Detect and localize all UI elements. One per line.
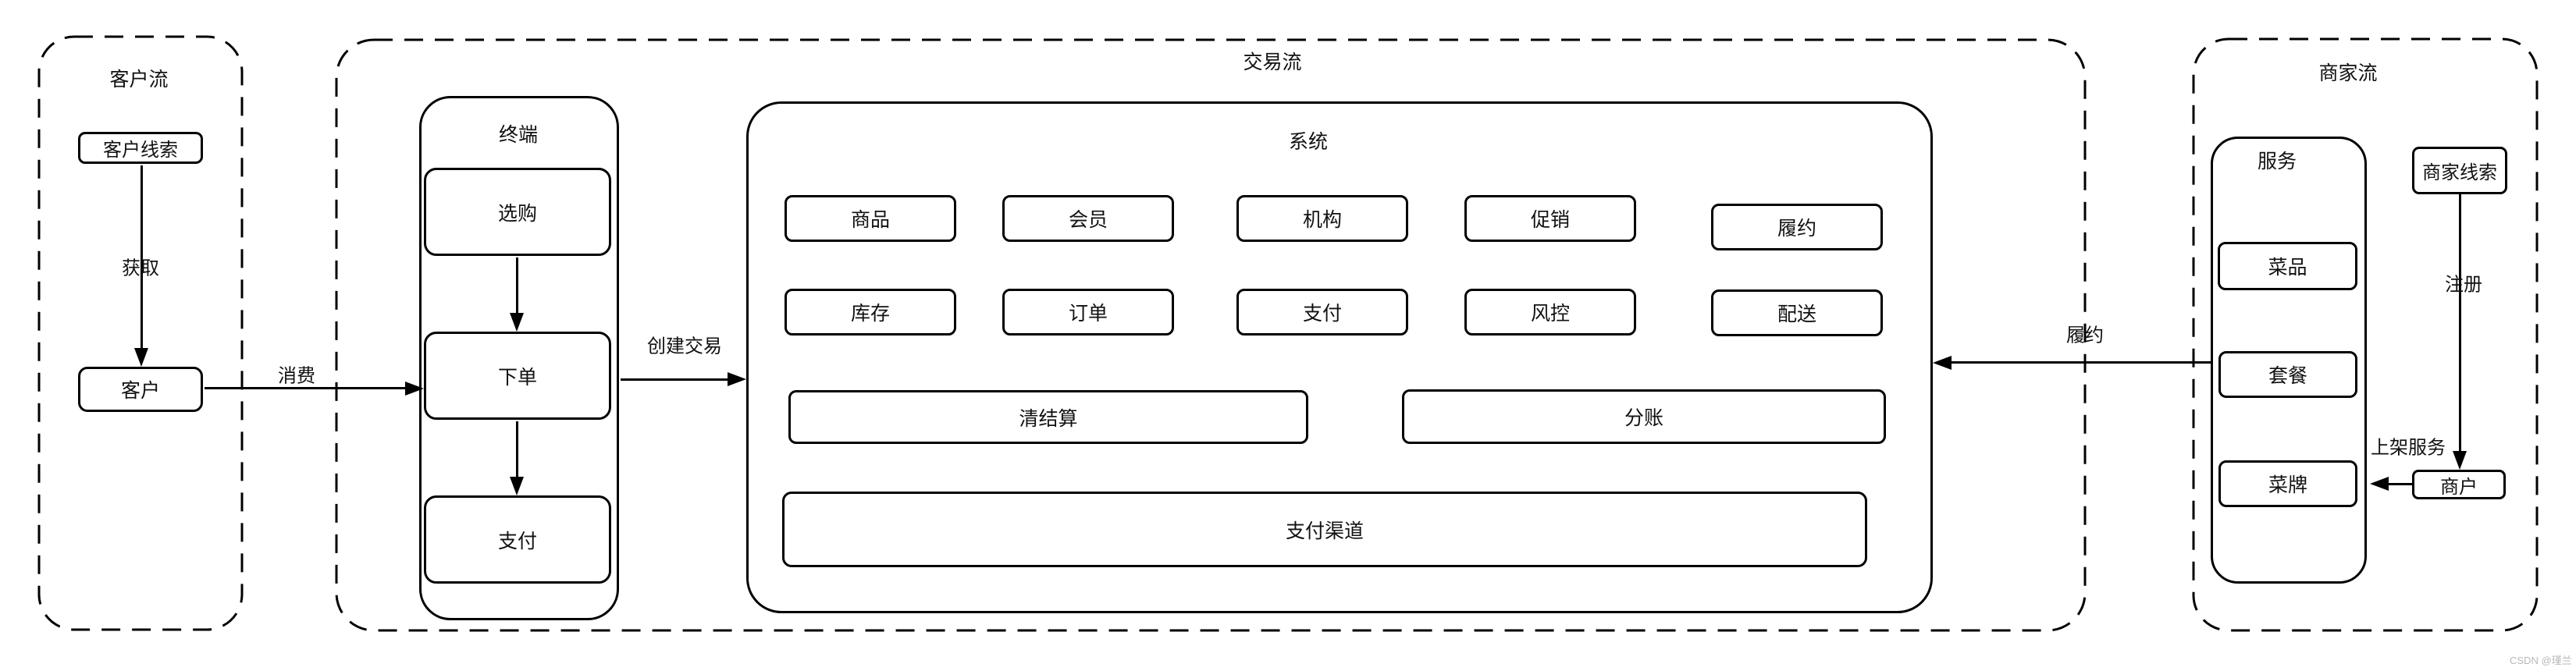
node-dish: 菜品 (2218, 242, 2357, 290)
node-delivery: 配送 (1711, 289, 1883, 336)
flow-line-order-pay (516, 421, 518, 477)
node-terminal-pay: 支付 (424, 495, 611, 584)
terminal-title: 终端 (498, 124, 539, 146)
node-payment-channel: 支付渠道 (782, 492, 1867, 567)
watermark-text: CSDN @瑾兰 (2510, 655, 2572, 666)
arrowhead-register (2453, 451, 2467, 470)
node-merchant-lead: 商家线索 (2412, 147, 2507, 194)
edge-label-acquire: 获取 (122, 257, 159, 279)
node-customer: 客户 (78, 367, 203, 412)
edge-label-fulfill: 履约 (2066, 325, 2104, 346)
edge-label-create-transaction: 创建交易 (647, 336, 722, 357)
terminal-container (419, 96, 619, 620)
customer-flow-title: 客户流 (109, 69, 169, 91)
node-promotion: 促销 (1464, 195, 1636, 242)
arrowhead-publish-service (2370, 477, 2389, 491)
flow-line-create-transaction (621, 378, 729, 381)
node-payment: 支付 (1236, 289, 1408, 336)
arrowhead-consume (405, 382, 424, 396)
node-member: 会员 (1002, 195, 1174, 242)
edge-label-consume: 消费 (278, 365, 315, 387)
arrowhead-create-transaction (728, 372, 746, 386)
node-organization: 机构 (1236, 195, 1408, 242)
node-customer-lead: 客户线索 (78, 132, 203, 164)
node-place-order: 下单 (424, 332, 611, 420)
system-title: 系统 (1288, 131, 1329, 153)
edge-label-register: 注册 (2445, 274, 2482, 296)
service-container (2211, 137, 2367, 584)
merchant-flow-title: 商家流 (2318, 62, 2378, 84)
node-set-meal: 套餐 (2218, 351, 2357, 398)
node-merchant: 商户 (2412, 470, 2506, 499)
merchant-flow-region-outline (2192, 37, 2539, 632)
arrowhead-acquire (134, 348, 148, 367)
arrowhead-fulfill (1933, 356, 1952, 370)
node-split-account: 分账 (1402, 389, 1886, 444)
node-product: 商品 (785, 195, 956, 242)
flow-line-shop-order (516, 257, 518, 314)
node-menu-board: 菜牌 (2218, 460, 2357, 507)
service-title: 服务 (2257, 151, 2297, 172)
flow-line-consume (205, 387, 407, 389)
node-inventory: 库存 (785, 289, 956, 336)
flow-line-fulfill (1950, 361, 2211, 364)
flow-line-register (2459, 194, 2461, 451)
flow-line-acquire (141, 165, 143, 350)
node-risk-control: 风控 (1464, 289, 1636, 336)
customer-flow-region-outline (37, 35, 244, 631)
arrowhead-order-pay (510, 477, 524, 495)
transaction-flow-region-outline (335, 38, 2087, 632)
node-order: 订单 (1002, 289, 1174, 336)
edge-label-publish-service: 上架服务 (2371, 437, 2446, 459)
transaction-flow-title: 交易流 (1243, 51, 1302, 73)
flow-line-publish-service (2387, 483, 2412, 485)
arrowhead-shop-order (510, 313, 524, 332)
node-clearing-settlement: 清结算 (788, 390, 1308, 444)
node-fulfillment: 履约 (1711, 204, 1883, 250)
system-container (746, 101, 1933, 613)
node-shop: 选购 (424, 168, 611, 256)
